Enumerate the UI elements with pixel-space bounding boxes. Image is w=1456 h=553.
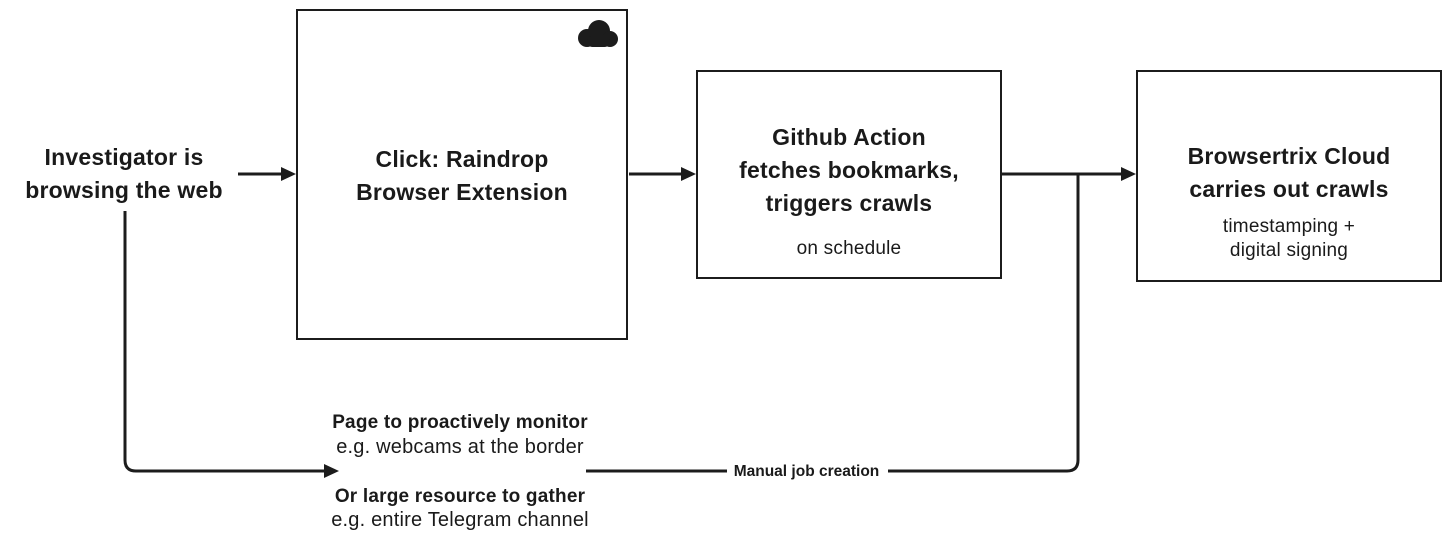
manual-option1-example: e.g. webcams at the border	[336, 436, 584, 458]
browsertrix-subtitle-line1: timestamping +	[1222, 216, 1356, 237]
arrowhead-investigator-to-raindrop	[281, 167, 296, 181]
browsertrix-cloud-box	[1136, 70, 1442, 282]
manual-option2-example: e.g. entire Telegram channel	[331, 509, 589, 531]
browsertrix-subtitle-line2: digital signing	[1229, 240, 1349, 261]
arrowhead-github-to-browsertrix	[1121, 167, 1136, 181]
browsertrix-title-line2: carries out crawls	[1189, 176, 1389, 202]
browsertrix-box-title: Browsertrix Cloud carries out crawls	[1136, 140, 1442, 206]
github-box-subtitle: on schedule	[796, 238, 902, 259]
raindrop-box-title: Click: Raindrop Browser Extension	[296, 143, 628, 209]
arrow-investigator-to-manual-options	[123, 211, 324, 473]
github-title-line1: Github Action	[772, 124, 926, 150]
manual-job-creation-edge-label: Manual job creation	[733, 463, 880, 480]
raindrop-title-line2: Browser Extension	[356, 179, 568, 205]
arrowhead-raindrop-to-github	[681, 167, 696, 181]
investigator-label-line1: Investigator is	[44, 144, 204, 170]
investigator-label-line2: browsing the web	[25, 177, 223, 203]
line-label-to-main-flow	[888, 175, 1080, 473]
raindrop-extension-box	[296, 9, 628, 340]
github-title-line2: fetches bookmarks,	[739, 157, 959, 183]
manual-option2-title: Or large resource to gather	[334, 486, 586, 507]
cloud-icon	[578, 20, 618, 47]
investigator-label: Investigator is browsing the web	[4, 141, 244, 207]
github-action-box	[696, 70, 1002, 279]
browsertrix-box-subtitle: timestamping + digital signing	[1136, 215, 1442, 263]
github-box-title: Github Action fetches bookmarks, trigger…	[696, 121, 1002, 220]
arrowhead-investigator-to-manual-options	[324, 464, 339, 478]
browsertrix-title-line1: Browsertrix Cloud	[1187, 143, 1391, 169]
raindrop-title-line1: Click: Raindrop	[375, 146, 549, 172]
manual-option1-title: Page to proactively monitor	[332, 412, 588, 433]
github-title-line3: triggers crawls	[765, 190, 933, 216]
